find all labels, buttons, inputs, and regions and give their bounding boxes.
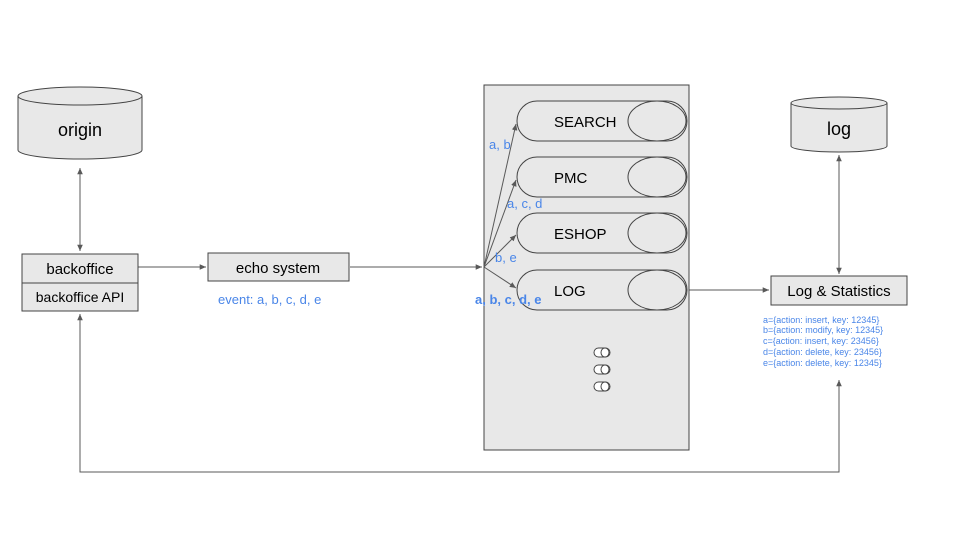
origin-label: origin: [58, 120, 102, 140]
queue-search-label: SEARCH: [554, 114, 617, 131]
queue-log: LOG: [516, 269, 688, 311]
feedback-loop-arrow: [77, 314, 842, 473]
queue-pmc: PMC: [516, 156, 688, 198]
log-label: log: [827, 119, 851, 139]
event-definition-d: d={action: delete, key: 23456}: [763, 347, 882, 357]
queue-search: SEARCH: [516, 100, 688, 142]
edge-label-search: a, b: [489, 137, 511, 152]
log-statistics-box: Log & Statistics: [770, 275, 908, 306]
origin-database: origin: [17, 86, 143, 160]
echo-system-label: echo system: [236, 260, 320, 277]
event-definition-c: c={action: insert, key: 23456}: [763, 336, 879, 346]
fanout-arrow-eshop: [483, 234, 517, 268]
more-queues-icon: [593, 347, 611, 392]
queue-log-label: LOG: [554, 283, 586, 300]
echo-system-box: echo system: [207, 252, 350, 282]
fanout-arrow-log: [483, 266, 517, 289]
log-statistics-label: Log & Statistics: [787, 283, 890, 300]
edge-label-log: a, b, c, d, e: [475, 292, 541, 307]
edge-label-pmc: a, c, d: [507, 196, 542, 211]
queue-eshop: ESHOP: [516, 212, 688, 254]
event-note: event: a, b, c, d, e: [218, 292, 321, 307]
queue-eshop-label: ESHOP: [554, 226, 607, 243]
log-database: log: [790, 96, 888, 153]
event-definitions: a={action: insert, key: 12345} b={action…: [763, 315, 883, 368]
event-definition-a: a={action: insert, key: 12345}: [763, 315, 879, 325]
fanout-arrow-pmc: [483, 179, 517, 268]
queue-container: [483, 84, 690, 451]
queue-pmc-label: PMC: [554, 170, 588, 187]
backoffice-title: backoffice: [46, 261, 113, 278]
backoffice-box: backoffice backoffice API: [21, 253, 139, 312]
fanout-arrow-search: [483, 123, 518, 268]
event-definition-e: e={action: delete, key: 12345}: [763, 358, 882, 368]
event-definition-b: b={action: modify, key: 12345}: [763, 325, 883, 335]
edge-label-eshop: b, e: [495, 250, 517, 265]
backoffice-api-label: backoffice API: [36, 289, 124, 305]
